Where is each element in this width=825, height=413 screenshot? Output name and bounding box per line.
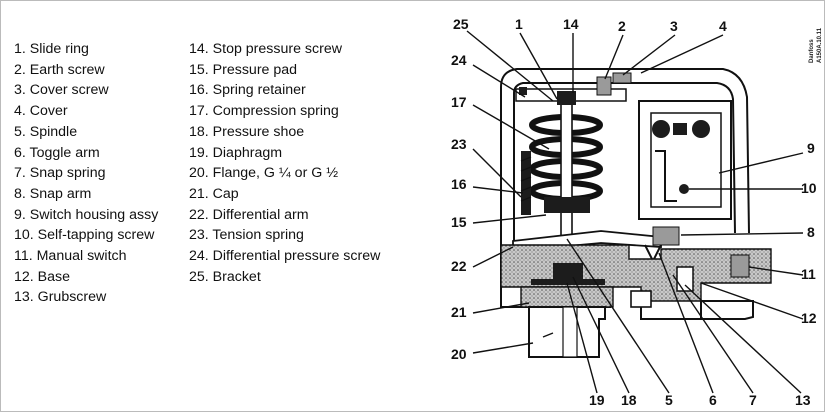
flange-thread-mark <box>542 332 554 338</box>
callout-21: 21 <box>451 304 467 320</box>
callout-1: 1 <box>515 16 523 32</box>
cover-screw <box>612 72 632 84</box>
tension-spring <box>520 156 532 202</box>
snap-arm <box>655 150 677 202</box>
callout-6: 6 <box>709 392 717 408</box>
base-window <box>630 290 652 308</box>
callouts: 25 1 14 2 3 4 24 17 23 16 15 22 21 20 9 … <box>451 16 817 408</box>
drawing-code: Danfoss A150A.10.11 <box>809 27 823 63</box>
callout-25: 25 <box>453 16 469 32</box>
legend-item: 14. Stop pressure screw <box>189 41 342 57</box>
callout-16: 16 <box>451 176 467 192</box>
parts-legend-right: 14. Stop pressure screw 15. Pressure pad… <box>189 39 380 287</box>
svg-text:Danfoss: Danfoss <box>809 39 815 63</box>
legend-item: 23. Tension spring <box>189 227 304 244</box>
callout-24: 24 <box>451 52 467 68</box>
switch-contact <box>652 120 670 138</box>
legend-item: 7. Snap spring <box>14 165 106 182</box>
svg-text:A150A.10.11: A150A.10.11 <box>817 27 823 63</box>
switch-housing <box>638 100 732 220</box>
callout-12: 12 <box>801 310 817 326</box>
callout-13: 13 <box>795 392 811 408</box>
grubscrew <box>676 266 694 292</box>
callout-9: 9 <box>807 140 815 156</box>
switch-contact <box>692 120 710 138</box>
callout-15: 15 <box>451 214 467 230</box>
legend-item: 19. Diaphragm <box>189 144 283 161</box>
callout-22: 22 <box>451 258 467 274</box>
earth-screw <box>596 76 612 96</box>
callout-5: 5 <box>665 392 673 408</box>
callout-17: 17 <box>451 94 467 110</box>
bracket-screw-head <box>519 87 527 95</box>
callout-3: 3 <box>670 18 678 34</box>
stop-pressure-screw <box>557 91 576 105</box>
legend-item: 16. Spring retainer <box>189 82 306 99</box>
legend-item: 2. Earth screw <box>14 61 105 78</box>
legend-item: 4. Cover <box>14 103 68 120</box>
callout-11: 11 <box>801 266 816 282</box>
legend-item: 21. Cap <box>189 185 239 202</box>
cap <box>520 286 614 308</box>
pressure-shoe <box>553 263 583 279</box>
legend-item: 25. Bracket <box>189 268 261 285</box>
callout-14: 14 <box>563 16 579 32</box>
legend-item: 11. Manual switch <box>14 248 127 265</box>
pressure-pad <box>544 197 590 213</box>
callout-2: 2 <box>618 18 626 34</box>
manual-switch <box>730 254 750 278</box>
callout-10: 10 <box>801 180 817 196</box>
callout-18: 18 <box>621 392 637 408</box>
leader-lines <box>466 30 804 394</box>
callout-20: 20 <box>451 346 467 362</box>
legend-item: 9. Switch housing assy <box>14 206 159 223</box>
callout-23: 23 <box>451 136 467 152</box>
legend-item: 15. Pressure pad <box>189 61 298 78</box>
parts-legend-left: 1. Slide ring 2. Earth screw 3. Cover sc… <box>14 39 158 308</box>
legend-item: 22. Differential arm <box>189 206 309 223</box>
flange-bore <box>562 306 578 358</box>
legend-item: 8. Snap arm <box>14 185 92 202</box>
diaphragm <box>531 279 605 285</box>
legend-item: 13. Grubscrew <box>14 289 107 306</box>
self-tapping-screw <box>679 184 689 194</box>
snap-spring-block <box>652 226 680 246</box>
legend-item: 5. Spindle <box>14 123 78 140</box>
switch-housing-inner <box>650 112 722 208</box>
pressure-switch-cross-section: Danfoss A150A.10.11 <box>451 16 823 408</box>
switch-terminal <box>673 123 687 135</box>
legend-item: 1. Slide ring <box>14 41 89 57</box>
cover <box>500 68 750 307</box>
legend-item: 18. Pressure shoe <box>189 123 305 140</box>
legend-item: 6. Toggle arm <box>14 144 100 161</box>
legend-item: 17. Compression spring <box>189 103 339 120</box>
legend-item: 3. Cover screw <box>14 82 109 99</box>
legend-item: 10. Self-tapping screw <box>14 227 155 244</box>
callout-8: 8 <box>807 224 815 240</box>
legend-item: 20. Flange, G ¼ or G ½ <box>189 165 339 182</box>
spring-retainer <box>521 151 531 215</box>
callout-4: 4 <box>719 18 727 34</box>
callout-7: 7 <box>749 392 757 408</box>
legend-item: 12. Base <box>14 268 71 285</box>
callout-19: 19 <box>589 392 605 408</box>
legend-item: 24. Differential pressure screw <box>189 248 381 265</box>
